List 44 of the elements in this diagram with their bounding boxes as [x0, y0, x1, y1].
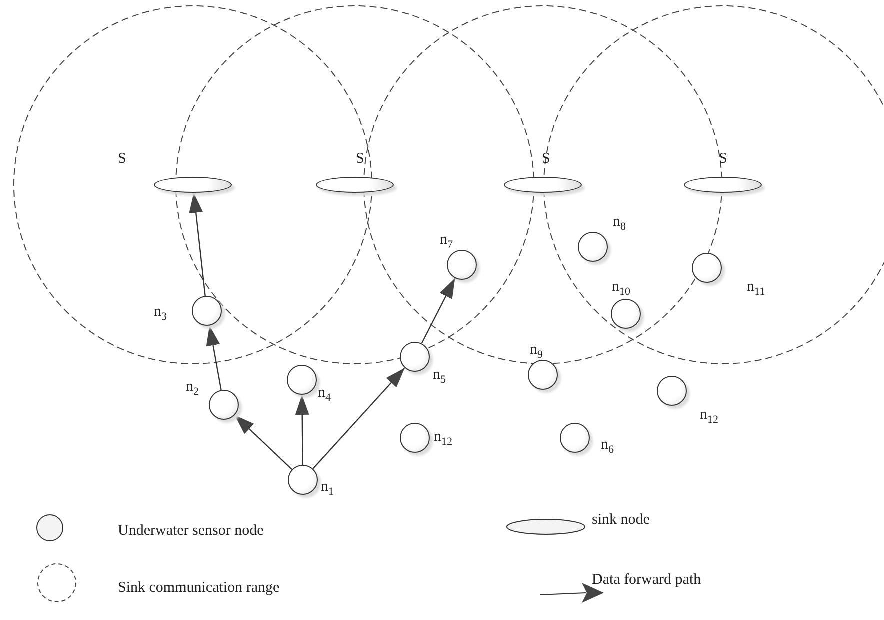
sensor-node-circle [288, 465, 318, 495]
node-label: n$_{11}$ [747, 280, 766, 298]
node-label: S [719, 152, 728, 167]
sink-node-ellipse [154, 177, 232, 193]
sensor-node-circle [209, 390, 239, 420]
legend-label: sink node [592, 512, 650, 529]
sensor-node-circle [447, 250, 477, 280]
sensor-node-circle [560, 423, 590, 453]
legend-label: Data forward path [592, 572, 702, 589]
sink-node-ellipse [316, 177, 394, 193]
node-label: n$_{5}$ [433, 368, 446, 386]
arrow [295, 395, 310, 465]
node-label: n$_{6}$ [601, 438, 614, 456]
node-label: n$_{7}$ [440, 233, 453, 251]
sensor-node-circle [400, 423, 430, 453]
arrow [421, 278, 456, 344]
sensor-node-circle [611, 299, 641, 329]
node-label: n$_{4}$ [318, 386, 331, 404]
sensor-node-circle [578, 232, 608, 262]
arrow [188, 192, 206, 296]
node-label: n$_{12}$ [434, 430, 452, 448]
sensor-node-circle [400, 342, 430, 372]
sink-node-ellipse [504, 177, 582, 193]
node-label: n$_{2}$ [186, 380, 199, 398]
sensor-node-circle [692, 253, 722, 283]
sensor-node-circle [528, 360, 558, 390]
node-label: n$_{3}$ [154, 305, 167, 323]
node-label: n$_{9}$ [530, 343, 543, 361]
arrow [205, 326, 222, 390]
node-label: S [356, 152, 364, 167]
sensor-node-circle [287, 365, 317, 395]
sensor-node-circle [657, 376, 687, 406]
sink-node-ellipse [684, 177, 762, 193]
arrow [234, 414, 293, 470]
node-label: n$_{8}$ [613, 215, 626, 233]
legend-label: Underwater sensor node [118, 523, 264, 540]
legend-label: Sink communication range [118, 580, 280, 597]
node-label: S [542, 152, 550, 167]
node-label: n$_{1}$ [321, 480, 334, 498]
sensor-node-circle [192, 296, 222, 326]
node-label: S [118, 152, 126, 167]
node-label: n$_{10}$ [612, 280, 630, 298]
arrow [312, 368, 406, 470]
node-label: n$_{12}$ [700, 408, 718, 426]
